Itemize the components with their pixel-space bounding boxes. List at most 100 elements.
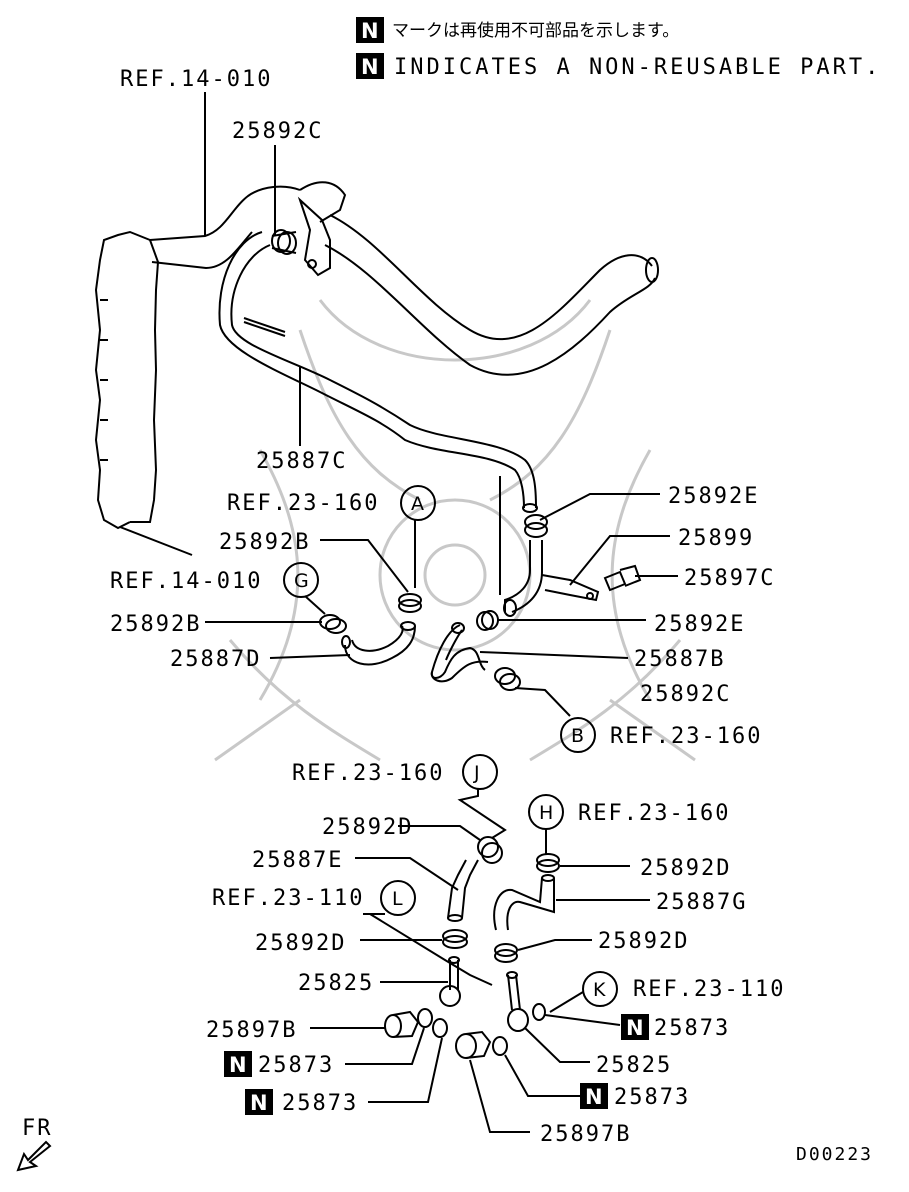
front-arrow-icon xyxy=(16,1140,52,1172)
n-label-25873-4: N 25873 xyxy=(580,1083,690,1110)
ref-label: REF.23-160 xyxy=(227,491,379,516)
clamp-25892e-lower xyxy=(476,610,499,631)
washer-left-a xyxy=(417,1008,433,1028)
circle-marker-k: K xyxy=(582,971,618,1007)
leader-25887b xyxy=(479,651,629,659)
leader-25873-4 xyxy=(504,1054,580,1097)
ref-label: REF.14-010 xyxy=(120,67,272,92)
pipe-25899-assembly xyxy=(503,514,600,617)
part-label: 25897B xyxy=(206,1018,297,1043)
hose-25887g xyxy=(493,874,555,931)
radiator-outline xyxy=(94,230,160,530)
circle-letter: B xyxy=(571,725,584,747)
legend-jp: N マークは再使用不可部品を示します。 xyxy=(356,17,679,43)
legend-jp-text: マークは再使用不可部品を示します。 xyxy=(392,20,679,41)
circle-marker-j: J xyxy=(462,754,498,790)
part-label: 25892D xyxy=(255,931,346,956)
leader-25897b-2 xyxy=(469,1059,530,1133)
badge-letter: N xyxy=(626,1016,644,1040)
washer-left-b xyxy=(432,1018,448,1038)
part-label: 25892E xyxy=(654,612,745,637)
circle-marker-l: L xyxy=(380,880,416,916)
water-outlet-housing xyxy=(297,196,331,277)
part-label: 25899 xyxy=(678,526,754,551)
leader-circle-g xyxy=(304,595,326,615)
circle-letter: L xyxy=(392,888,403,910)
bolt-25897b-right xyxy=(455,1030,492,1059)
large-hose xyxy=(324,214,659,376)
clamp-25892c-lower xyxy=(494,667,521,691)
ref-label: REF.23-160 xyxy=(610,724,762,749)
diagram-code: D00223 xyxy=(796,1144,873,1165)
part-label: 25887D xyxy=(170,647,261,672)
part-label: 25887G xyxy=(656,890,747,915)
non-reusable-badge xyxy=(224,1051,252,1077)
ref-label: REF.23-110 xyxy=(633,977,785,1002)
part-label: 25892D xyxy=(598,929,689,954)
part-label: 25892D xyxy=(640,856,731,881)
union-25825-left xyxy=(439,956,461,1007)
clamp-25892d-4 xyxy=(494,943,518,963)
part-label: 25897C xyxy=(684,566,775,591)
non-reusable-badge xyxy=(245,1089,273,1115)
leader-circle-j xyxy=(457,788,507,839)
part-label: 25887C xyxy=(256,449,347,474)
part-label: 25887E xyxy=(252,848,343,873)
ref-label: REF.23-160 xyxy=(578,801,730,826)
badge-letter: N xyxy=(250,1091,268,1115)
part-label: 25892E xyxy=(668,484,759,509)
leader-circle-l xyxy=(366,913,493,986)
clamp-25892d-1 xyxy=(477,836,503,864)
part-label: 25873 xyxy=(614,1085,690,1110)
legend-en-text: INDICATES A NON-REUSABLE PART. xyxy=(394,55,881,80)
bolt-25897b-left xyxy=(384,1010,420,1038)
badge-letter: N xyxy=(361,55,379,79)
radiator-upper-hose xyxy=(149,181,347,270)
leader-25825-2 xyxy=(524,1027,590,1063)
circle-marker-a: A xyxy=(400,485,436,521)
washer-right-a xyxy=(532,1003,546,1021)
circle-letter: K xyxy=(593,979,606,1001)
non-reusable-badge xyxy=(356,53,384,79)
ref-label: REF.23-110 xyxy=(212,886,364,911)
part-label: 25892C xyxy=(232,119,323,144)
hose-25887c xyxy=(218,231,538,513)
non-reusable-badge xyxy=(580,1083,608,1109)
leader-ref-14-010-g xyxy=(119,526,193,556)
part-label: 25897B xyxy=(540,1122,631,1147)
ref-label: REF.14-010 xyxy=(110,569,262,594)
circle-letter: A xyxy=(411,493,424,515)
leader-25873-2 xyxy=(345,1027,425,1065)
circle-marker-b: B xyxy=(560,717,596,753)
n-label-25873-3: N 25873 xyxy=(245,1089,358,1116)
part-label: 25873 xyxy=(282,1091,358,1116)
bolt-25897c xyxy=(603,564,642,592)
part-label: 25873 xyxy=(258,1053,334,1078)
fr-label: FR xyxy=(22,1116,53,1141)
n-label-25873-2: N 25873 xyxy=(224,1051,334,1078)
leader-25892d-1 xyxy=(398,825,481,841)
n-label-25873-1: N 25873 xyxy=(621,1014,730,1041)
legend-en: N INDICATES A NON-REUSABLE PART. xyxy=(356,53,881,80)
part-label: 25892B xyxy=(110,612,201,637)
clamp-25892b-2 xyxy=(319,614,347,634)
part-label: 25873 xyxy=(654,1016,730,1041)
washer-right-b xyxy=(492,1036,508,1056)
clamp-25892d-3 xyxy=(442,929,468,949)
hose-25887d xyxy=(341,621,416,666)
part-label: 25892C xyxy=(640,682,731,707)
circle-letter: G xyxy=(294,570,309,592)
hose-25887e xyxy=(447,859,479,922)
clamp-25892c-top xyxy=(271,229,297,255)
circle-marker-g: G xyxy=(283,562,319,598)
badge-letter: N xyxy=(585,1085,603,1109)
circle-letter: H xyxy=(539,802,553,824)
badge-letter: N xyxy=(229,1053,247,1077)
part-label: 25825 xyxy=(298,971,374,996)
ref-label: REF.23-160 xyxy=(292,761,444,786)
leader-25887d xyxy=(269,654,351,659)
leader-25887e xyxy=(355,857,459,891)
non-reusable-badge xyxy=(621,1014,649,1040)
leader-25899 xyxy=(569,535,670,586)
